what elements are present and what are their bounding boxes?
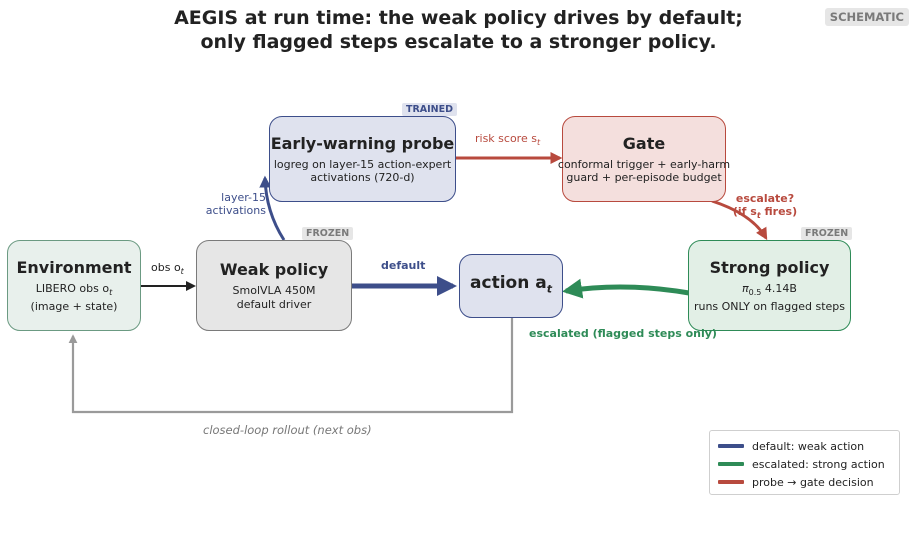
action-title-sub: t (546, 282, 552, 296)
escalate-label: escalate? (if st fires) (730, 192, 800, 222)
probe-line1: logreg on layer-15 action-expert (273, 157, 452, 171)
escalate-arrow (711, 199, 768, 241)
title-line-2: only flagged steps escalate to a stronge… (200, 31, 717, 53)
diagram-title: AEGIS at run time: the weak policy drive… (0, 6, 917, 54)
escalated-arrow (562, 278, 690, 299)
strong-policy-line1: 4.14B (761, 281, 797, 295)
action-title: action at (470, 273, 552, 299)
gate-title: Gate (622, 133, 666, 153)
legend-label-escalated: escalated: strong action (752, 457, 885, 471)
default-label: default (381, 259, 426, 272)
weak-policy-desc: SmolVLA 450M default driver (233, 284, 316, 311)
gate-desc: conformal trigger + early-harm guard + p… (558, 158, 730, 185)
rollout-label: closed-loop rollout (next obs) (203, 423, 372, 437)
activations-arrow (259, 175, 286, 241)
escalate-line2-post: fires) (760, 205, 798, 218)
probe-desc: logreg on layer-15 action-expert activat… (274, 158, 451, 185)
obs-label-sub: t (180, 267, 184, 277)
weak-policy-line1: SmolVLA 450M (232, 284, 316, 297)
legend: default: weak action escalated: strong a… (709, 430, 900, 495)
environment-line2: (image + state) (30, 299, 118, 313)
strong-policy-pi-sub: 0.5 (748, 288, 762, 298)
probe-line2: activations (720-d) (310, 171, 415, 184)
legend-swatch-default (718, 444, 744, 448)
probe-node: Early-warning probe logreg on layer-15 a… (269, 116, 456, 202)
weak-policy-line2: default driver (236, 297, 312, 311)
action-title-text: action a (470, 272, 547, 293)
activations-line2: activations (205, 204, 266, 217)
strong-policy-line2: runs ONLY on flagged steps (693, 299, 846, 313)
strong-policy-pi: π (742, 281, 749, 295)
probe-trained-tag: TRAINED (402, 103, 458, 116)
probe-title: Early-warning probe (270, 133, 455, 153)
escalate-line1: escalate? (735, 192, 795, 205)
weak-frozen-tag: FROZEN (302, 227, 354, 240)
risk-label: risk score st (475, 132, 540, 147)
weak-policy-node: Weak policy SmolVLA 450M default driver (196, 240, 352, 331)
obs-label-text: obs o (151, 261, 181, 274)
escalate-line2-sub: t (756, 211, 761, 221)
legend-item-probe: probe → gate decision (718, 473, 899, 491)
escalate-line2-pre: (if s (732, 205, 757, 218)
obs-label: obs ot (151, 261, 184, 276)
legend-label-default: default: weak action (752, 439, 865, 453)
strong-policy-desc: π0.5 4.14B runs ONLY on flagged steps (694, 282, 845, 313)
legend-swatch-escalated (718, 462, 744, 466)
gate-node: Gate conformal trigger + early-harm guar… (558, 116, 730, 202)
escalate-line2: (if st fires) (730, 205, 800, 222)
environment-title: Environment (16, 257, 132, 277)
activations-line1: layer-15 (221, 191, 266, 204)
legend-swatch-probe (718, 480, 744, 484)
action-node: action at (459, 254, 563, 318)
environment-desc: LIBERO obs ot (image + state) (31, 282, 118, 313)
legend-item-default: default: weak action (718, 437, 899, 455)
schematic-badge: SCHEMATIC (824, 8, 909, 26)
escalated-label: escalated (flagged steps only) (529, 327, 717, 340)
strong-policy-node: Strong policy π0.5 4.14B runs ONLY on fl… (688, 240, 851, 331)
rollout-loop (68, 318, 514, 414)
environment-line1: LIBERO obs o (35, 281, 110, 295)
risk-label-text: risk score s (475, 132, 537, 145)
gate-line1: conformal trigger + early-harm (557, 157, 731, 171)
weak-policy-title: Weak policy (219, 260, 329, 279)
title-line-1: AEGIS at run time: the weak policy drive… (174, 7, 743, 29)
activations-label: layer-15 activations (204, 191, 266, 217)
strong-frozen-tag: FROZEN (801, 227, 853, 240)
gate-line2: guard + per-episode budget (566, 171, 722, 184)
environment-node: Environment LIBERO obs ot (image + state… (7, 240, 141, 331)
strong-policy-title: Strong policy (709, 257, 830, 277)
legend-label-probe: probe → gate decision (752, 475, 874, 489)
legend-item-escalated: escalated: strong action (718, 455, 899, 473)
environment-line1-sub: t (109, 288, 113, 298)
risk-label-sub: t (536, 138, 541, 148)
